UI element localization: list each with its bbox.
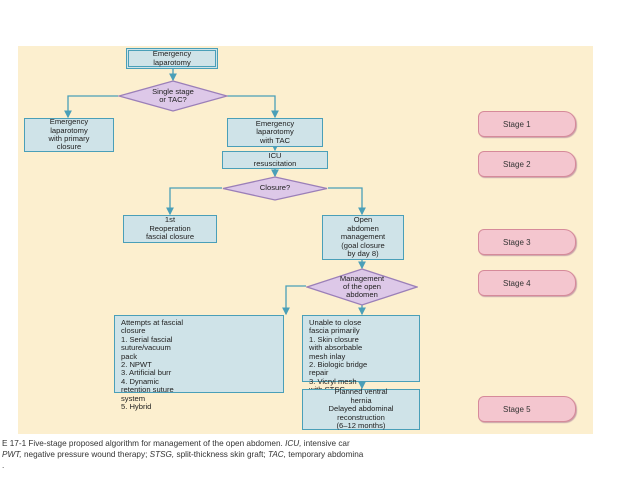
caption-line-1: E 17-1 Five-stage proposed algorithm for… — [2, 438, 638, 449]
stage-5-tab: Stage 5 — [478, 396, 576, 422]
stage-3-label: Stage 3 — [503, 237, 531, 247]
caption-abbr-npwt: PWT, — [2, 450, 22, 459]
reoperation-box: 1st Reoperation fascial closure — [123, 215, 217, 243]
caption-line1-suffix: intensive car — [301, 439, 350, 448]
single-stage-or-tac-decision — [118, 80, 228, 112]
closure-label-wrap: Closure? — [222, 176, 328, 201]
primary-closure-box: Emergency laparotomy with primary closur… — [24, 117, 114, 152]
figure-caption: E 17-1 Five-stage proposed algorithm for… — [2, 438, 638, 471]
caption-line2-text2: split-thickness skin graft; — [174, 450, 268, 459]
stage-4-label: Stage 4 — [503, 278, 531, 288]
caption-abbr-stsg: STSG, — [149, 450, 175, 459]
caption-abbr-icu: ICU, — [285, 439, 302, 448]
management-open-abdomen-decision — [306, 268, 418, 306]
caption-line-3: . — [2, 461, 5, 470]
closure-label: Closure? — [259, 183, 291, 193]
stage-4-tab: Stage 4 — [478, 270, 576, 296]
caption-abbr-tac: TAC, — [267, 450, 286, 459]
single-stage-label-wrap: Single stage or TAC? — [118, 80, 228, 112]
emergency-laparotomy-box: Emergency laparotomy — [126, 48, 218, 69]
closure-decision — [222, 176, 328, 201]
stage-1-label: Stage 1 — [503, 119, 531, 129]
caption-line1-prefix: E 17-1 Five-stage proposed algorithm for… — [2, 439, 286, 448]
stage-2-label: Stage 2 — [503, 159, 531, 169]
stage-1-tab: Stage 1 — [478, 111, 576, 137]
management-label: Management of the open abdomen — [339, 273, 385, 300]
management-label-wrap: Management of the open abdomen — [306, 268, 418, 306]
caption-line2-text3: temporary abdomina — [285, 450, 364, 459]
caption-line-2: PWT, negative pressure wound therapy; ST… — [2, 449, 638, 460]
unable-to-close-box: Unable to close fascia primarily 1. Skin… — [302, 315, 420, 394]
stage-3-tab: Stage 3 — [478, 229, 576, 255]
planned-ventral-hernia-box: Planned ventral hernia Delayed abdominal… — [302, 388, 420, 430]
stage-2-tab: Stage 2 — [478, 151, 576, 177]
icu-resuscitation-box: ICU resuscitation — [222, 151, 328, 169]
attempts-fascial-closure-box: Attempts at fascial closure 1. Serial fa… — [114, 315, 284, 411]
caption-line2-text1: negative pressure wound therapy; — [21, 450, 150, 459]
laparotomy-with-tac-box: Emergency laparotomy with TAC — [227, 118, 323, 147]
single-stage-label: Single stage or TAC? — [152, 86, 194, 104]
open-abdomen-management-box: Open abdomen management (goal closure by… — [322, 215, 404, 260]
stage-5-label: Stage 5 — [503, 404, 531, 414]
